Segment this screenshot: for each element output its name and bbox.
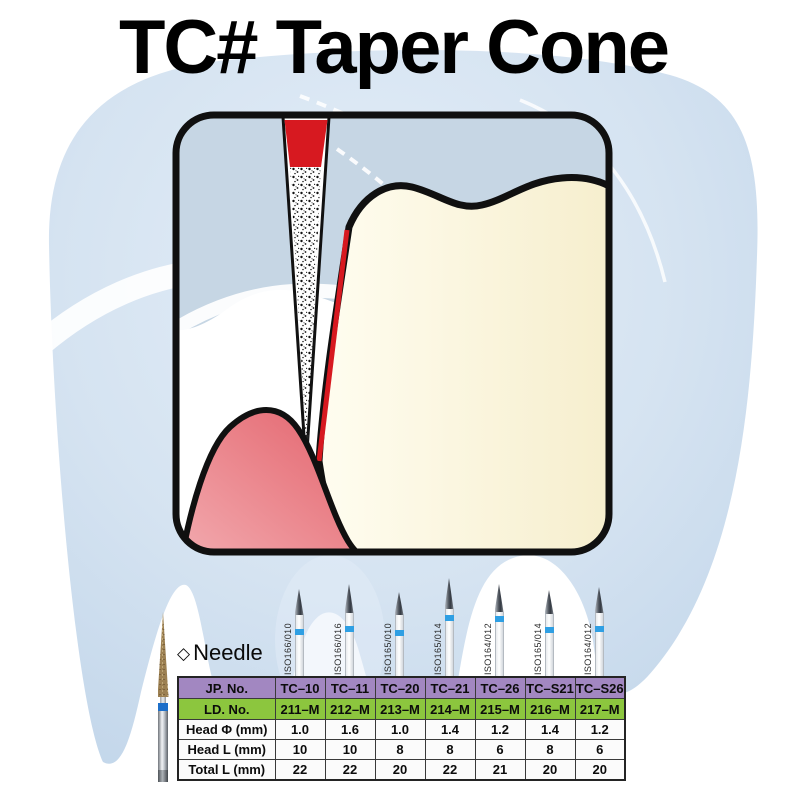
bur-shank [494,612,504,677]
table-row-ld-no: LD. No. 211–M 212–M 213–M 214–M 215–M 21… [177,698,626,720]
total-length-cell: 22 [324,759,376,781]
bur-cone-icon [494,584,504,612]
bur-shank [344,613,354,677]
bur-shank [444,609,454,677]
bur-band [294,629,304,635]
bur-item: ISO165/010 [383,592,413,677]
bur-diamond-speckle [290,167,321,443]
jp-no-cell: TC–21 [424,676,476,699]
bur-cone-icon [544,590,554,614]
ld-no-cell: 211–M [274,698,326,720]
head-diameter-cell: 1.4 [424,719,476,740]
head-diameter-cell: 1.2 [474,719,526,740]
head-diameter-cell: 1.4 [524,719,576,740]
jp-no-cell: TC–11 [324,676,376,699]
ld-no-cell: 213–M [374,698,426,720]
ld-no-cell: 215–M [474,698,526,720]
needle-label-text: Needle [193,640,263,665]
total-length-cell: 21 [474,759,526,781]
illustration-frame [172,111,613,556]
needle-bur-diamond-tip [157,612,169,697]
jp-no-cell: TC–S26 [574,676,626,699]
row-label: Head Φ (mm) [177,719,276,740]
bur-cone-icon [594,587,604,613]
needle-bur-neck [160,697,166,703]
head-length-cell: 8 [524,739,576,760]
head-length-cell: 10 [324,739,376,760]
head-diameter-cell: 1.0 [374,719,426,740]
bur-iso-label: ISO165/014 [433,622,443,675]
bur-iso-label: ISO166/010 [283,622,293,675]
bur-item: ISO164/012 [583,587,613,677]
row-label: Total L (mm) [177,759,276,781]
total-length-cell: 20 [574,759,626,781]
jp-no-cell: TC–S21 [524,676,576,699]
bur-item: ISO166/016 [333,584,363,677]
bur-cone-icon [344,584,354,613]
bur-iso-label: ISO164/012 [483,622,493,675]
bur-cone-icon [394,592,404,615]
total-length-cell: 20 [524,759,576,781]
bur-shank [544,614,554,677]
table-row-head-length: Head L (mm) 10 10 8 8 6 8 6 [177,739,626,760]
table-row-head-diameter: Head Φ (mm) 1.0 1.6 1.0 1.4 1.2 1.4 1.2 [177,719,626,740]
head-length-cell: 6 [474,739,526,760]
row-label: LD. No. [177,698,276,720]
bur-item: ISO165/014 [533,590,563,677]
needle-bur-photo [150,612,176,782]
bur-band [594,626,604,632]
head-diameter-cell: 1.0 [274,719,326,740]
bur-shank [294,615,304,677]
diamond-icon: ◇ [177,643,191,663]
needle-bur-butt [158,770,168,782]
bur-shank [394,615,404,677]
gingiva [179,407,365,549]
bur-item: ISO165/014 [433,578,463,677]
bur-band [544,627,554,633]
row-label: JP. No. [177,676,276,699]
taper-cone-illustration [172,111,613,556]
head-length-cell: 6 [574,739,626,760]
total-length-cell: 20 [374,759,426,781]
bur-band [394,630,404,636]
needle-label: ◇ Needle [177,642,263,664]
ld-no-cell: 217–M [574,698,626,720]
ld-no-cell: 214–M [424,698,476,720]
bur-item: ISO164/012 [483,584,513,677]
bur-band [344,626,354,632]
head-length-cell: 10 [274,739,326,760]
bur-band [444,615,454,621]
bur-shank [594,613,604,677]
head-diameter-cell: 1.6 [324,719,376,740]
jp-no-cell: TC–26 [474,676,526,699]
table-row-jp-no: JP. No. TC–10 TC–11 TC–20 TC–21 TC–26 TC… [177,676,626,699]
bur-iso-label: ISO165/010 [383,622,393,675]
needle-bur-blue-band [158,703,168,711]
table-row-total-length: Total L (mm) 22 22 20 22 21 20 20 [177,759,626,781]
bur-band [494,616,504,622]
spec-table: JP. No. TC–10 TC–11 TC–20 TC–21 TC–26 TC… [177,676,626,781]
page-title: TC# Taper Cone [118,5,670,90]
bur-cone-icon [444,578,454,609]
head-length-cell: 8 [424,739,476,760]
bur-iso-label: ISO164/012 [583,622,593,675]
prep-margin-red-line [316,229,350,462]
total-length-cell: 22 [424,759,476,781]
bur-item: ISO166/010 [283,589,313,677]
ld-no-cell: 212–M [324,698,376,720]
jp-no-cell: TC–20 [374,676,426,699]
bur-iso-label: ISO165/014 [533,622,543,675]
head-length-cell: 8 [374,739,426,760]
tooth-crown [315,174,606,549]
bur-shank-red [284,120,328,167]
ld-no-cell: 216–M [524,698,576,720]
needle-bur-shank [158,711,168,770]
row-label: Head L (mm) [177,739,276,760]
jp-no-cell: TC–10 [274,676,326,699]
total-length-cell: 22 [274,759,326,781]
head-diameter-cell: 1.2 [574,719,626,740]
bur-cone-icon [294,589,304,615]
bur-iso-label: ISO166/016 [333,622,343,675]
